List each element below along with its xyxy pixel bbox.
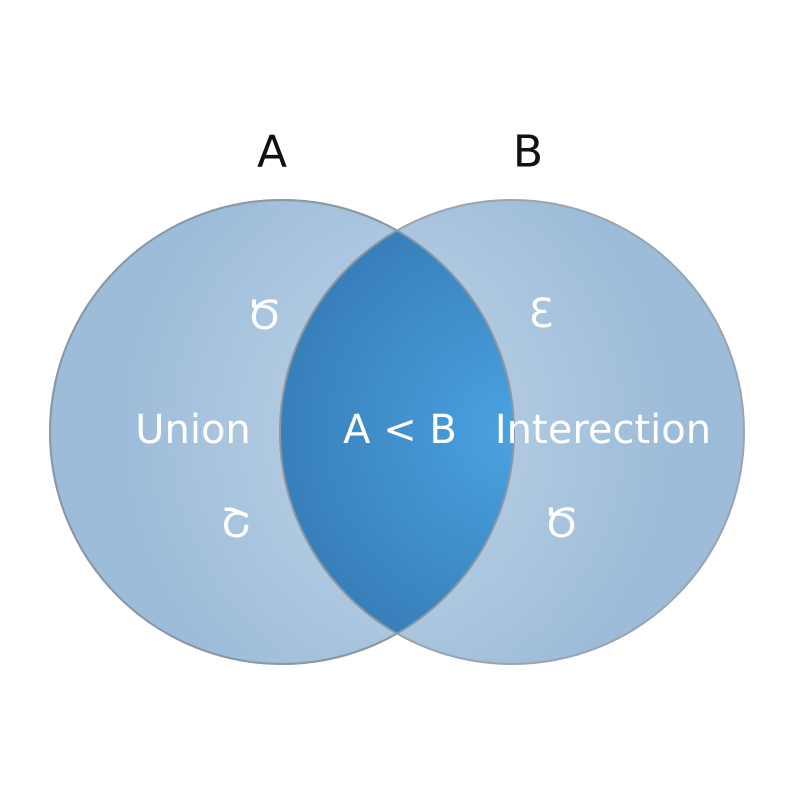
region-left-label: Union (135, 407, 251, 453)
region-center-label: A < B (343, 407, 457, 453)
set-a-outline (49, 199, 515, 665)
symbol-left-bottom: Շ (220, 501, 252, 547)
set-b-label: B (512, 126, 544, 178)
symbol-left-top: Ծ (246, 293, 282, 339)
intersection-region (279, 200, 514, 664)
region-right-label: Interection (494, 407, 712, 453)
symbol-right-top: Ɛ (528, 291, 554, 337)
symbol-right-bottom: Ծ (543, 501, 579, 547)
set-a-label: A (256, 126, 288, 178)
